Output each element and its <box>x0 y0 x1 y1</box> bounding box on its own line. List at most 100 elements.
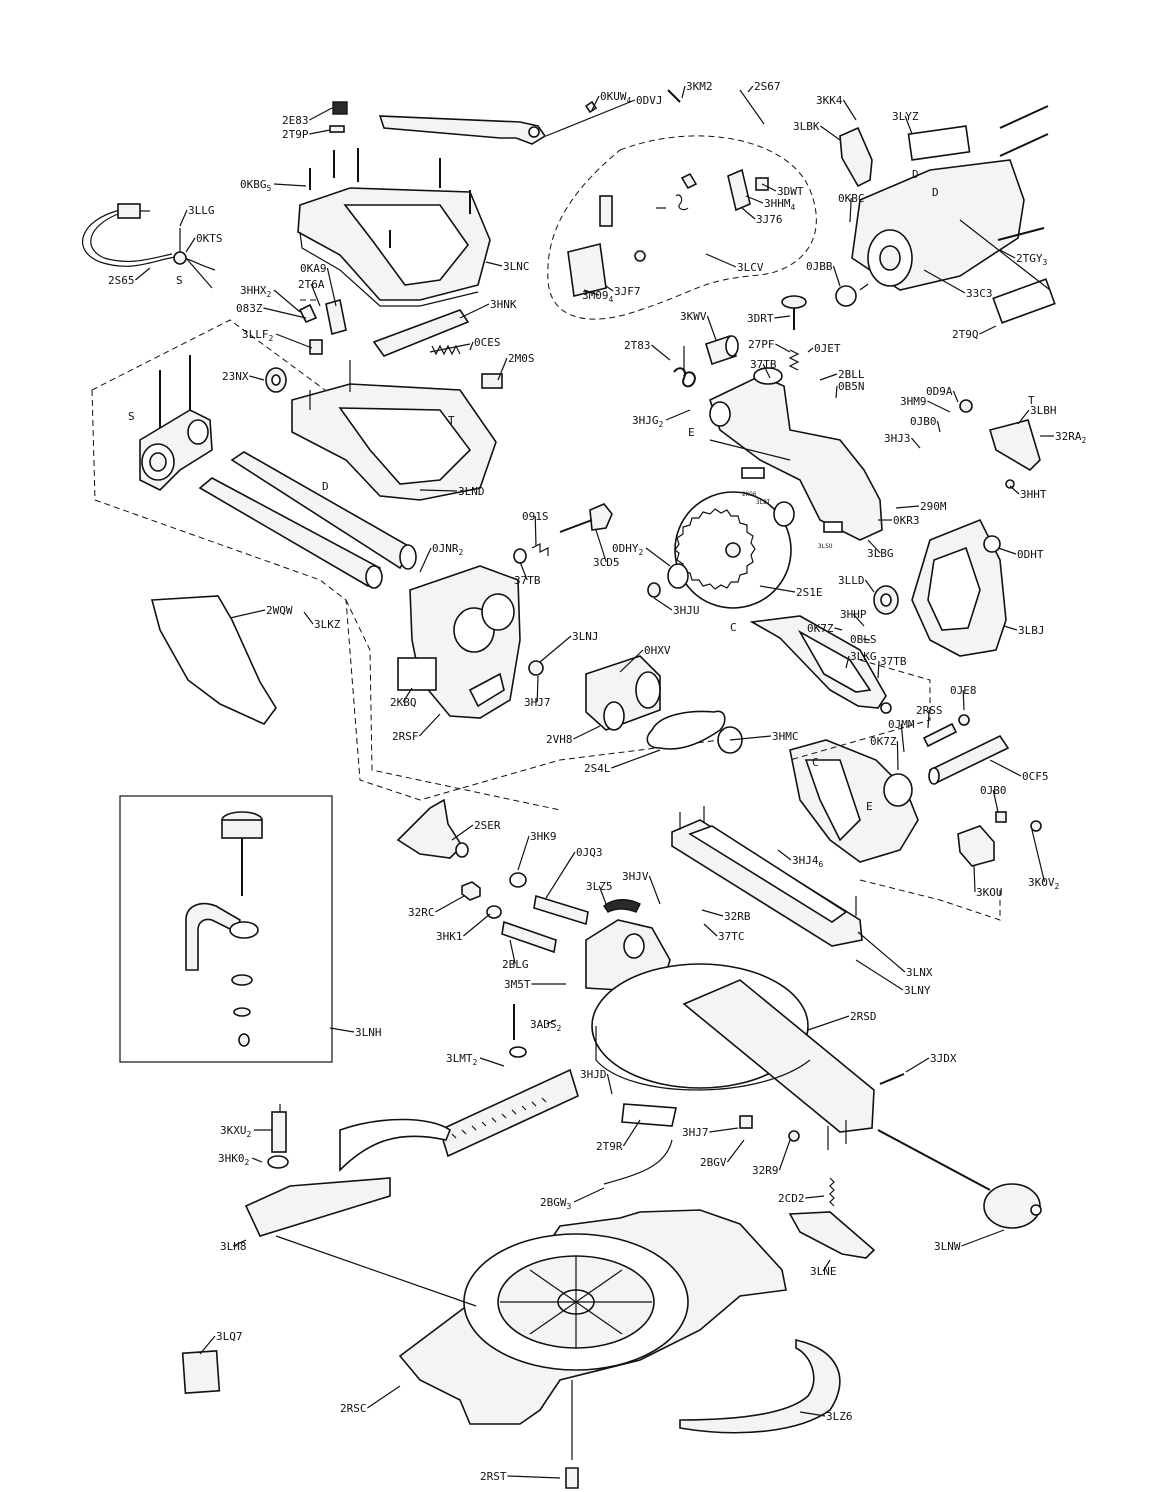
leader-line <box>778 1139 791 1171</box>
leader-line <box>777 849 792 861</box>
leader-line <box>701 909 724 917</box>
reference-letter: S <box>128 410 135 423</box>
part-label: 3KOV2 <box>1028 876 1060 891</box>
leader-line <box>309 129 331 135</box>
part-label: 2M0S <box>508 352 535 365</box>
part-label: 3LBG <box>867 547 894 560</box>
leader-line <box>645 547 671 567</box>
bar-0dvj <box>378 115 547 145</box>
part-label: 2KBQ <box>390 696 417 709</box>
part-label: 2S65 <box>108 274 135 287</box>
part-label: 290M <box>920 500 947 513</box>
part-label: 3LLD <box>838 574 865 587</box>
leader-line <box>877 660 880 679</box>
leader-line <box>435 895 465 913</box>
block-3kou <box>957 811 1042 867</box>
part-label-subscript: 2 <box>473 1058 478 1067</box>
leader-line <box>849 197 852 223</box>
part-label: 2TGY3 <box>1016 252 1048 267</box>
leader-line <box>997 547 1017 555</box>
part-label: 3LZ6 <box>826 1410 853 1423</box>
pivot-bracket <box>789 659 931 863</box>
part-label: 3LNJ <box>572 630 599 643</box>
power-cord-2s65 <box>82 203 216 289</box>
part-label: 3HJ46 <box>792 854 824 869</box>
part-label: 3HHX2 <box>240 284 272 299</box>
leader-line <box>805 1195 825 1199</box>
part-label: 3LCV <box>737 261 764 274</box>
lock-lever-3lne <box>788 1177 876 1259</box>
leader-line <box>273 289 301 313</box>
part-label: 37TB <box>514 574 541 587</box>
leader-line <box>326 267 337 307</box>
leader-line <box>591 95 600 111</box>
part-label: 0JB0 <box>910 415 937 428</box>
part-label-subscript: 2 <box>245 1158 250 1167</box>
part-label-subscript: 2 <box>267 290 272 299</box>
leader-line <box>747 85 754 93</box>
part-label-subscript: 4 <box>791 203 796 212</box>
leader-line <box>832 265 841 287</box>
part-label: 2S67 <box>754 80 781 93</box>
leader-line <box>905 1057 930 1073</box>
leader-line <box>418 713 441 737</box>
part-label: 0KR3 <box>893 514 920 527</box>
part-label: 0KUW4 <box>600 90 632 105</box>
part-label: 2VH8 <box>546 733 573 746</box>
leader-line <box>819 373 838 381</box>
part-label: 3HJ7 <box>682 1126 709 1139</box>
leader-line <box>807 347 814 353</box>
leader-line <box>539 635 572 663</box>
leader-line <box>497 357 508 381</box>
part-label: 0JBB <box>806 260 833 273</box>
leader-line <box>402 687 413 703</box>
part-label: 0B5N <box>838 380 865 393</box>
leader-line <box>517 835 530 871</box>
part-label: 2BGV <box>700 1156 727 1169</box>
part-label: 32RA2 <box>1055 430 1087 445</box>
part-label: 0JNR2 <box>432 542 464 557</box>
bevel-scale-3lz6 <box>679 1338 841 1434</box>
leader-line <box>961 1229 1005 1247</box>
part-label: 0KTS <box>196 232 223 245</box>
part-label: 2T9R <box>596 1140 623 1153</box>
part-label-subscript: 2 <box>247 1130 252 1139</box>
part-label: 2RSD <box>850 1010 877 1023</box>
leader-line <box>583 289 599 296</box>
leader-line <box>745 195 764 204</box>
blade-2s1e <box>674 491 792 609</box>
shaft-0cf5 <box>922 714 1010 785</box>
leader-line <box>232 1239 247 1247</box>
leader-line <box>545 99 636 137</box>
bushing-3kwv <box>705 334 739 366</box>
leader-line <box>910 437 921 449</box>
leader-line <box>135 267 151 281</box>
leader-line <box>774 315 791 319</box>
leader-line <box>729 735 772 741</box>
part-label: 3LNC <box>503 260 530 273</box>
part-label: 23NX <box>222 370 249 383</box>
leader-line <box>900 723 905 753</box>
part-label: 2S4L <box>584 762 611 775</box>
spring-2t83 <box>673 346 696 388</box>
part-label-subscript: 2 <box>269 334 274 343</box>
leader-line <box>842 99 857 121</box>
reference-letter: E <box>866 800 873 813</box>
part-label-subscript: 4 <box>609 295 614 304</box>
part-label: 3M094 <box>582 289 614 304</box>
part-label: 3HJU <box>673 604 700 617</box>
leader-line <box>927 709 930 729</box>
leader-line <box>459 303 490 319</box>
part-label-subscript: 2 <box>659 420 664 429</box>
part-label: 3DWT <box>777 185 804 198</box>
tiny-label: 2KG6 <box>742 491 757 498</box>
part-label: 0HXV <box>644 644 671 657</box>
leader-line <box>199 1335 216 1355</box>
part-label: 3LMT2 <box>446 1052 478 1067</box>
leader-lines <box>135 85 1054 1479</box>
part-label: 2SER <box>474 819 501 832</box>
part-label: 32RC <box>408 906 435 919</box>
leader-line <box>545 851 576 899</box>
part-label: 3LKG <box>850 650 877 663</box>
link-3lkg <box>749 615 892 714</box>
